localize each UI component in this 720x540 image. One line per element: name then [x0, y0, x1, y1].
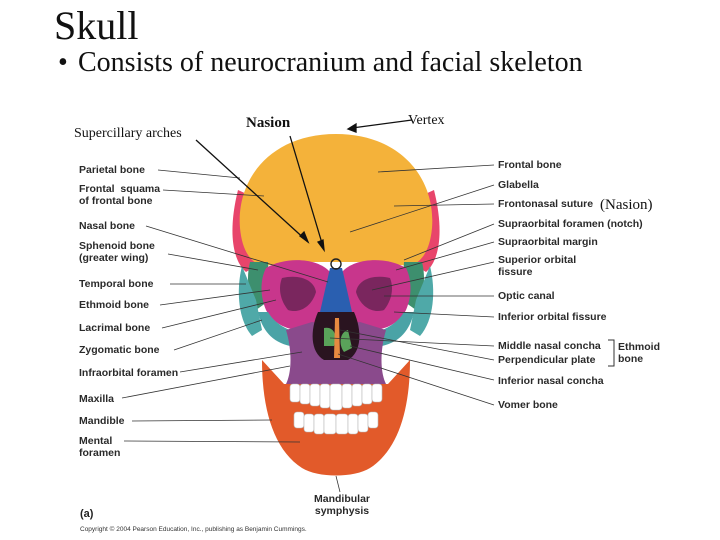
annotation-arrows [195, 119, 413, 253]
leader-lines-right [329, 164, 495, 493]
label-inferior-nasal-concha: Inferior nasal concha [498, 375, 604, 387]
label-glabella: Glabella [498, 179, 539, 191]
ethmoid-brace [608, 339, 615, 367]
label-frontonasal-suture: Frontonasal suture [498, 198, 594, 210]
nasal-bone [320, 268, 352, 312]
vertex-note: Vertex [408, 113, 445, 128]
label-vomer-bone: Vomer bone [498, 399, 558, 411]
label-mandible: Mandible [79, 415, 125, 427]
supercillary-note: Supercillary arches [74, 126, 182, 141]
temporal-bone-left [238, 266, 262, 336]
slide-title: Skull [54, 3, 139, 48]
label-middle-nasal-concha: Middle nasal concha [498, 340, 601, 352]
orbit-shadow-right [356, 276, 392, 312]
mandibular-symphysis-label: Mandibular symphysis [314, 493, 371, 517]
label-optic-canal: Optic canal [498, 290, 555, 302]
label-frontal-bone: Frontal bone [498, 159, 562, 171]
orbit-shadow-left [280, 276, 316, 312]
lower-teeth [293, 411, 379, 435]
bullet-marker: • [58, 47, 68, 78]
nasion-paren-note: (Nasion) [600, 197, 653, 213]
inferior-nasal-concha [340, 330, 352, 352]
label-infraorbital-foramen: Infraorbital foramen [79, 367, 179, 379]
label-frontal-squama-of-frontal-bone: Frontal squama of frontal bone [79, 183, 161, 207]
label-supraorbital-margin: Supraorbital margin [498, 236, 598, 248]
bullet-text: Consists of neurocranium and facial skel… [78, 47, 583, 78]
middle-nasal-concha [324, 327, 336, 346]
nasion-marker [330, 258, 342, 270]
temporal-bone-right [410, 266, 434, 336]
label-perpendicular-plate: Perpendicular plate [498, 354, 596, 366]
label-mental-foramen: Mental foramen [79, 435, 121, 459]
label-nasal-bone: Nasal bone [79, 220, 136, 232]
label-temporal-bone: Temporal bone [79, 278, 154, 290]
copyright: Copyright © 2004 Pearson Education, Inc.… [80, 526, 307, 533]
ethmoid-group-label: Ethmoid bone [618, 341, 660, 365]
upper-teeth [289, 383, 383, 411]
nasion-note: Nasion [246, 115, 291, 131]
label-ethmoid-bone: Ethmoid bone [79, 299, 149, 311]
label-lacrimal-bone: Lacrimal bone [79, 322, 151, 334]
label-zygomatic-bone: Zygomatic bone [79, 344, 160, 356]
figure-tag: (a) [80, 508, 94, 520]
label-sphenoid-bone-greater-wing: Sphenoid bone (greater wing) [79, 240, 155, 264]
leader-lines-left [121, 169, 329, 443]
label-superior-orbital-fissure: Superior orbital fissure [498, 254, 577, 278]
label-parietal-bone: Parietal bone [79, 164, 145, 176]
label-supraorbital-foramen-notch: Supraorbital foramen (notch) [498, 218, 643, 230]
frontal-bone [239, 134, 433, 266]
label-maxilla: Maxilla [79, 393, 115, 405]
label-inferior-orbital-fissure: Inferior orbital fissure [498, 311, 607, 323]
slide-bullet: • Consists of neurocranium and facial ske… [58, 46, 583, 80]
